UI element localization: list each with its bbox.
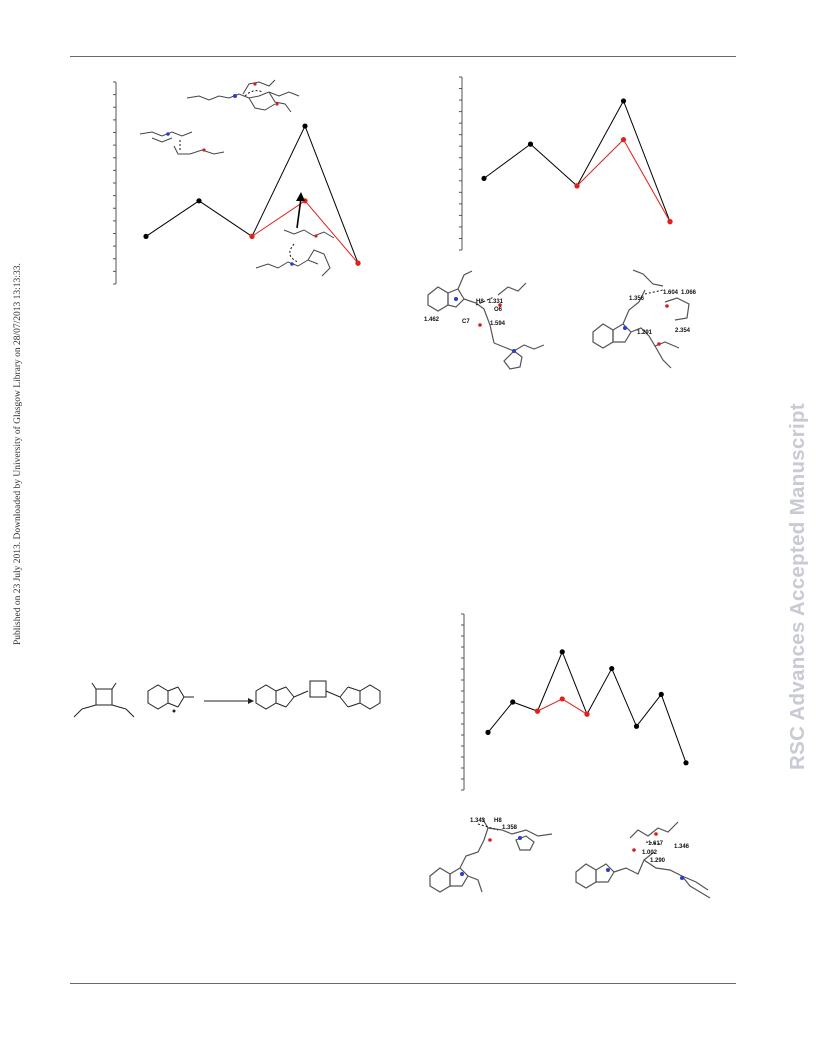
bond-label: 1.617 bbox=[648, 841, 664, 847]
series-line-segment bbox=[251, 125, 306, 237]
series-line-segment bbox=[530, 143, 578, 187]
reaction-scheme bbox=[73, 680, 381, 718]
data-point bbox=[481, 175, 487, 181]
bond-label: 1.290 bbox=[650, 858, 666, 864]
series-line-segment bbox=[561, 651, 588, 715]
series-line-segment bbox=[576, 139, 624, 187]
atom-label: C7 bbox=[462, 319, 470, 325]
data-point bbox=[574, 183, 580, 189]
series-line-segment bbox=[487, 701, 514, 733]
transition-state-structure-d: 1.617 1.002 1.346 1.290 bbox=[575, 821, 711, 899]
bond-label: 1.462 bbox=[424, 317, 440, 323]
bond-label: 1.331 bbox=[488, 299, 504, 305]
atom-label: H8 bbox=[476, 299, 484, 305]
series-line-segment bbox=[623, 139, 671, 222]
series-line-segment bbox=[304, 200, 359, 264]
series-line-segment bbox=[537, 698, 563, 712]
data-point bbox=[485, 729, 491, 735]
series-line-segment bbox=[537, 651, 563, 712]
data-point bbox=[620, 137, 627, 143]
bond-label: 1.343 bbox=[470, 818, 486, 824]
series-line-segment bbox=[586, 668, 613, 715]
bond-label: 1.002 bbox=[642, 850, 658, 856]
data-point bbox=[658, 691, 664, 697]
data-point bbox=[683, 760, 689, 766]
bond-label: 1.291 bbox=[637, 330, 653, 336]
data-point bbox=[559, 649, 565, 655]
data-point bbox=[249, 233, 255, 239]
energy-profile-chart-3 bbox=[461, 613, 689, 791]
series-line-segment bbox=[512, 701, 538, 712]
bond-label: 2.354 bbox=[675, 328, 691, 334]
data-point bbox=[355, 260, 361, 266]
footer-rule bbox=[70, 983, 736, 984]
molecule-structure-bottom bbox=[255, 229, 335, 277]
data-point bbox=[510, 699, 516, 705]
energy-profile-chart-1 bbox=[113, 81, 361, 285]
series-line-segment bbox=[304, 125, 359, 264]
series-line-segment bbox=[611, 668, 637, 727]
data-point bbox=[196, 198, 202, 204]
atom-label: H8 bbox=[494, 818, 502, 824]
series-line-segment bbox=[623, 100, 671, 222]
molecule-structure-mid bbox=[139, 131, 225, 155]
series-line-segment bbox=[145, 200, 200, 237]
series-line-segment bbox=[660, 694, 687, 763]
transition-state-structure-c: 1.343 H8 1.358 bbox=[429, 817, 553, 893]
bond-label: 1.346 bbox=[674, 844, 690, 850]
publication-note: Published on 23 July 2013. Downloaded by… bbox=[13, 263, 23, 645]
bond-label: 1.066 bbox=[681, 290, 697, 296]
data-point bbox=[143, 233, 149, 239]
data-point bbox=[302, 123, 308, 129]
series-line-segment bbox=[576, 100, 624, 187]
series-line-segment bbox=[198, 200, 253, 237]
series-line-segment bbox=[483, 143, 531, 179]
bond-label: 1.604 bbox=[663, 290, 679, 296]
bond-label: 1.356 bbox=[629, 296, 645, 302]
transition-state-structure-a: 1.331 H8 O6 1.462 C7 1.594 bbox=[424, 270, 545, 370]
journal-watermark: RSC Advances Accepted Manuscript bbox=[786, 403, 809, 770]
series-line-segment bbox=[561, 698, 588, 715]
series-line-segment bbox=[636, 694, 662, 727]
energy-profile-chart-2 bbox=[459, 76, 673, 251]
data-point bbox=[534, 708, 541, 714]
header-rule bbox=[70, 56, 736, 57]
bond-label: 1.358 bbox=[502, 825, 518, 831]
data-point bbox=[633, 723, 640, 729]
data-point bbox=[609, 665, 615, 672]
reaction-arrow-icon bbox=[296, 192, 305, 229]
data-point bbox=[584, 711, 590, 717]
data-point bbox=[527, 141, 534, 147]
data-point bbox=[667, 219, 673, 225]
data-point bbox=[620, 98, 627, 104]
data-point bbox=[559, 696, 565, 702]
transition-state-structure-b: 1.356 1.604 1.066 1.291 2.354 bbox=[592, 269, 697, 369]
series-line-segment bbox=[251, 200, 306, 237]
bond-label: 1.594 bbox=[490, 321, 506, 327]
atom-label: O6 bbox=[494, 307, 503, 313]
molecule-structure-top bbox=[186, 79, 300, 113]
